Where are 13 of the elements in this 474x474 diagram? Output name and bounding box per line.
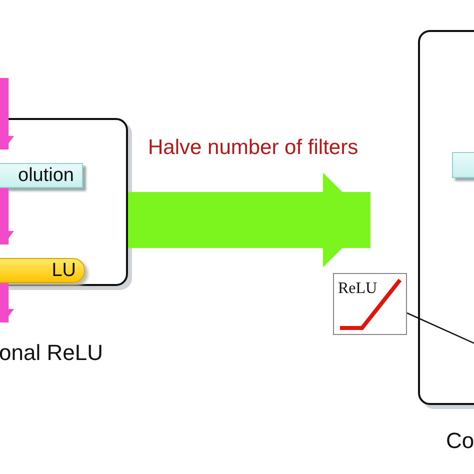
convolution-box <box>0 163 83 188</box>
plot-label: ReLU <box>338 280 378 298</box>
arrow <box>0 78 14 150</box>
block-caption: onal ReLU <box>0 340 103 366</box>
block-label: LU <box>52 260 76 282</box>
block-caption: Co <box>446 428 474 454</box>
arrow <box>0 188 14 244</box>
leader-line <box>406 312 474 346</box>
relu-box <box>0 258 85 283</box>
arrow <box>128 172 370 268</box>
block-label: olution <box>18 165 74 187</box>
plot-box <box>333 273 407 335</box>
arrow <box>0 283 14 322</box>
